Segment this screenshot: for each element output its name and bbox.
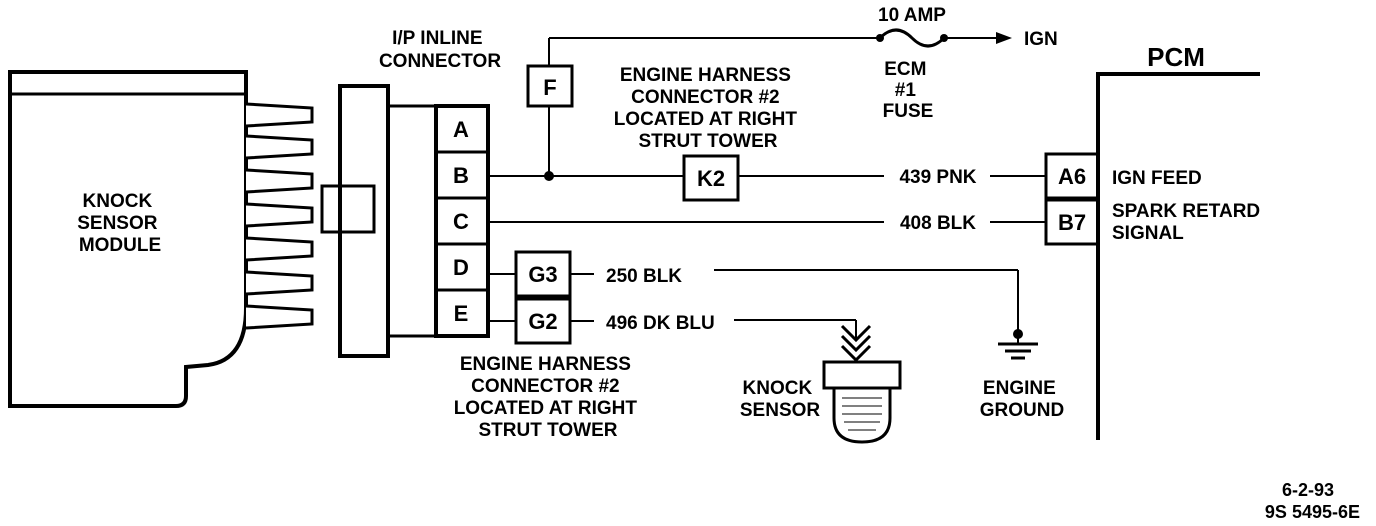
pin-b: B xyxy=(453,163,469,188)
pcm-pin-a6: A6 xyxy=(1058,164,1086,189)
footer-date: 6-2-93 xyxy=(1282,480,1334,500)
module-label-line-3: MODULE xyxy=(79,235,161,256)
knock-sensor-label: KNOCK SENSOR xyxy=(740,378,821,421)
connector-g3: G3 xyxy=(528,262,557,287)
engine-harness-connector-top: ENGINE HARNESS CONNECTOR #2 LOCATED AT R… xyxy=(614,65,803,202)
knock-chevron-1 xyxy=(840,324,872,343)
ip-inline-connector-title: I/P INLINE CONNECTOR xyxy=(379,28,501,72)
engine-harness-top-label: ENGINE HARNESS CONNECTOR #2 LOCATED AT R… xyxy=(614,65,803,152)
knock-chevron-3 xyxy=(840,344,872,363)
module-label: KNOCK SENSOR MODULE xyxy=(77,191,163,256)
splice-f-label: F xyxy=(543,75,556,100)
engine-ground-label: ENGINE GROUND xyxy=(980,378,1064,421)
ecm-fuse: 10 AMP IGN ECM #1 FUSE xyxy=(876,5,1058,122)
pin-d: D xyxy=(453,255,469,280)
splice-f: F xyxy=(526,64,574,108)
pin-e: E xyxy=(454,301,469,326)
knock-sensor-body xyxy=(832,388,892,444)
fuse-symbol xyxy=(878,28,946,48)
knock-sensor: KNOCK SENSOR xyxy=(740,324,902,444)
knock-sensor-module: KNOCK SENSOR MODULE xyxy=(8,70,314,408)
pcm-outline xyxy=(1096,72,1260,440)
knock-chevron-2 xyxy=(840,334,872,353)
pcm-pin-b7: B7 xyxy=(1058,210,1086,235)
connector-g2: G2 xyxy=(528,309,557,334)
wire-label-knock: 496 DK BLU xyxy=(606,313,715,334)
fuse-name: ECM #1 FUSE xyxy=(883,59,934,122)
connector-k2: K2 xyxy=(697,166,725,191)
fuse-rating: 10 AMP xyxy=(878,5,946,26)
pcm-spark-retard: SPARK RETARD SIGNAL xyxy=(1112,201,1265,244)
pin-c: C xyxy=(453,209,469,234)
splice-dot xyxy=(544,171,554,181)
pcm: PCM A6 B7 IGN FEED SPARK RETARD SIGNAL xyxy=(1044,42,1265,440)
ip-inline-connector: I/P INLINE CONNECTOR A B C D E xyxy=(320,28,501,358)
engine-harness-bottom-label: ENGINE HARNESS CONNECTOR #2 LOCATED AT R… xyxy=(454,354,643,441)
wire-label-ign-feed: 439 PNK xyxy=(899,167,976,188)
engine-harness-connector-bottom: G3 G2 ENGINE HARNESS CONNECTOR #2 LOCATE… xyxy=(454,250,643,441)
wire-label-spark-retard: 408 BLK xyxy=(900,213,976,234)
wire-label-ground: 250 BLK xyxy=(606,266,682,287)
wires xyxy=(488,37,1046,338)
module-pins xyxy=(245,102,314,330)
pin-a: A xyxy=(453,117,469,142)
module-label-line-1: KNOCK xyxy=(83,191,153,212)
footer-code: 9S 5495-6E xyxy=(1265,502,1360,522)
pcm-ign-feed: IGN FEED xyxy=(1112,168,1202,189)
engine-ground: ENGINE GROUND xyxy=(980,334,1064,421)
pcm-title: PCM xyxy=(1147,42,1205,72)
module-label-line-2: SENSOR xyxy=(77,213,158,234)
ign-label: IGN xyxy=(1024,29,1058,50)
ign-arrow-icon xyxy=(996,32,1012,44)
